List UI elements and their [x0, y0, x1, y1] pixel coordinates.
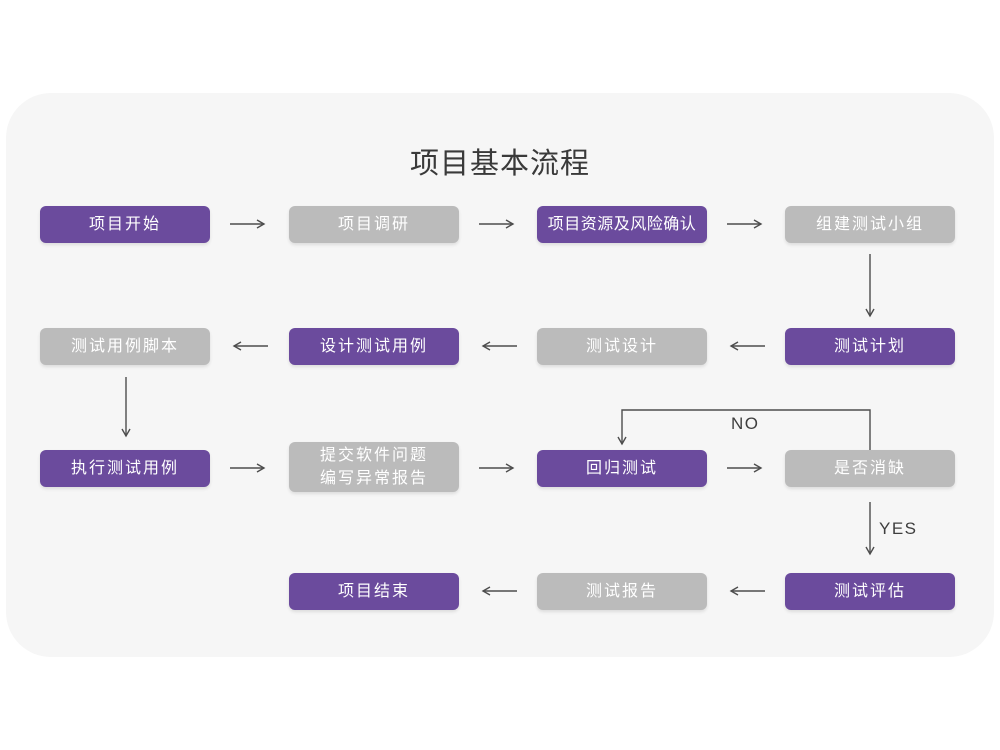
- node-project-research: 项目调研: [289, 206, 459, 243]
- node-test-evaluation: 测试评估: [785, 573, 955, 610]
- node-project-start: 项目开始: [40, 206, 210, 243]
- flowchart-card: [6, 93, 994, 657]
- node-label: 是否消缺: [833, 460, 906, 477]
- node-resources-risk-confirm: 项目资源及风险确认: [537, 206, 707, 243]
- node-defects-cleared: 是否消缺: [785, 450, 955, 487]
- node-label: 测试用例脚本: [70, 338, 179, 355]
- node-test-case-scripts: 测试用例脚本: [40, 328, 210, 365]
- node-build-test-team: 组建测试小组: [785, 206, 955, 243]
- node-label: 项目调研: [337, 216, 410, 233]
- node-label: 测试计划: [833, 338, 906, 355]
- node-submit-issues-report: 提交软件问题 编写异常报告: [289, 442, 459, 492]
- node-label-line2: 编写异常报告: [319, 470, 428, 487]
- node-label: 测试报告: [585, 583, 658, 600]
- node-test-report: 测试报告: [537, 573, 707, 610]
- node-label: 测试评估: [833, 583, 906, 600]
- node-label: 项目开始: [88, 216, 161, 233]
- node-label: 项目结束: [337, 583, 410, 600]
- node-design-test-cases: 设计测试用例: [289, 328, 459, 365]
- node-test-plan: 测试计划: [785, 328, 955, 365]
- node-label: 回归测试: [585, 460, 658, 477]
- node-label: 执行测试用例: [70, 460, 179, 477]
- diagram-title: 项目基本流程: [409, 148, 590, 180]
- node-label: 组建测试小组: [815, 216, 924, 233]
- edge-label-no: NO: [731, 414, 760, 433]
- node-label: 项目资源及风险确认: [547, 216, 697, 233]
- node-label: 测试设计: [585, 338, 658, 355]
- edge-label-yes: YES: [879, 519, 918, 538]
- node-execute-test-cases: 执行测试用例: [40, 450, 210, 487]
- node-project-end: 项目结束: [289, 573, 459, 610]
- node-test-design: 测试设计: [537, 328, 707, 365]
- node-regression-test: 回归测试: [537, 450, 707, 487]
- node-label: 设计测试用例: [319, 338, 428, 355]
- node-label-line1: 提交软件问题: [319, 447, 428, 464]
